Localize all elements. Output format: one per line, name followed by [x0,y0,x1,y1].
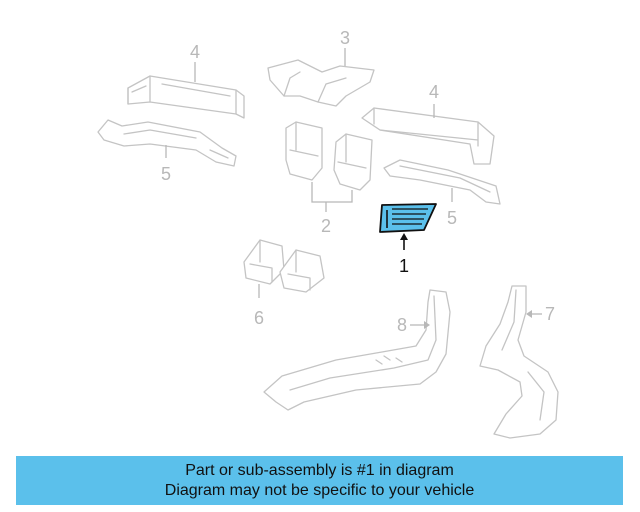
part-5-right-outlet [383,159,501,205]
part-4-right-duct [361,107,495,165]
callout-6: 6 [254,308,264,328]
callout-5-left: 5 [161,164,171,184]
part-1-highlighted-vent [379,203,437,233]
part-7-floor-duct [479,285,559,439]
callout-1: 1 [399,256,409,276]
callout-4-right: 4 [429,82,439,102]
part-6-lower-vents [243,239,325,293]
part-4-left-duct [127,75,245,119]
callout-3: 3 [340,28,350,48]
info-banner: Part or sub-assembly is #1 in diagram Di… [16,456,623,505]
banner-line-2: Diagram may not be specific to your vehi… [164,482,475,499]
parts-diagram: 4 5 3 4 2 5 1 [97,28,559,439]
banner-line-1: Part or sub-assembly is #1 in diagram [185,462,454,479]
part-3-bracket [267,59,375,107]
callout-7: 7 [545,304,555,324]
part-5-left-outlet [97,119,237,167]
callout-4-left: 4 [190,42,200,62]
callout-8: 8 [397,315,407,335]
callout-5-right: 5 [447,208,457,228]
callout-2: 2 [321,216,331,236]
part-8-floor-duct [263,289,451,411]
part-2-center-vents [285,121,373,191]
